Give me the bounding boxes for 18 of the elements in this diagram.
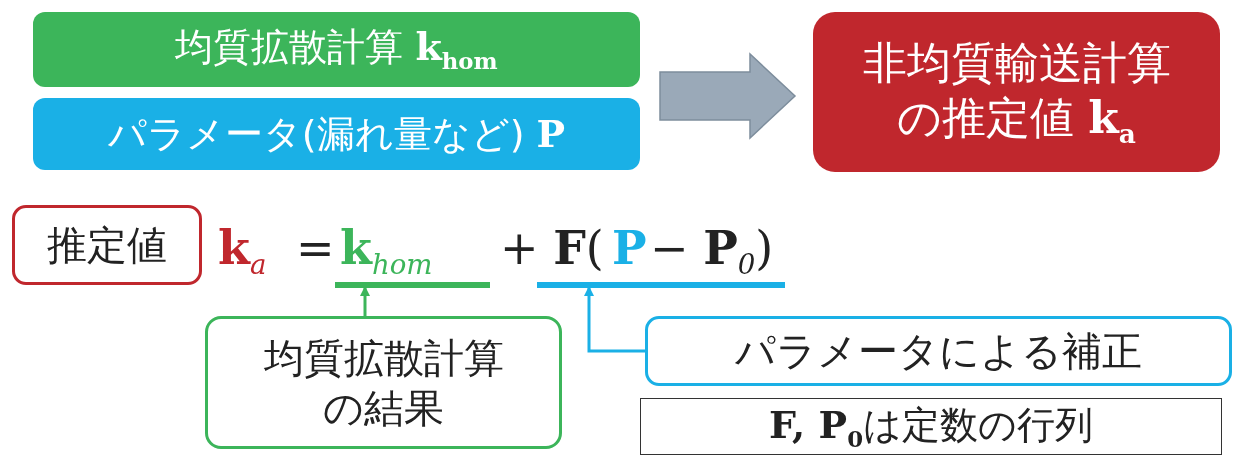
block-arrow [659,52,797,140]
leader-line [360,286,370,316]
result-box: 非均質輸送計算の推定値 k$_{a}$ [813,12,1220,172]
callout-box: パラメータによる補正 [645,316,1232,386]
note-box: F, P$_{0}$は定数の行列 [640,398,1222,455]
process-box: 均質拡散計算 k$_{hom}$ [33,12,640,87]
term-box: 推定値 [12,205,202,285]
formula-term: k$_{a}$ [218,220,267,284]
process-box: パラメータ(漏れ量など) P [33,98,640,170]
underline [335,282,490,288]
formula-term: = [296,220,335,277]
formula-term: k$_{hom}$ [340,220,433,284]
formula-term: + F( [500,220,604,277]
underline [537,282,785,288]
callout-box: 均質拡散計算の結果 [205,316,562,449]
formula-term: P [612,220,647,277]
formula-term: − P$_{0}$) [650,220,774,284]
leader-line [584,286,645,353]
